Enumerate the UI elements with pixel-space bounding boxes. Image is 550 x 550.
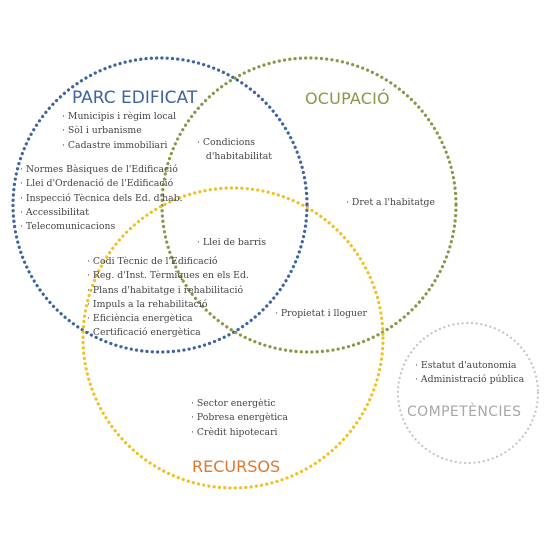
list-item: Certificació energètica <box>87 326 249 340</box>
parc-edificat-title: PARC EDIFICAT <box>72 88 198 108</box>
list-item: Eficiència energètica <box>87 312 249 326</box>
list-item: Pobresa energètica <box>191 411 288 425</box>
list-item: d'habitabilitat <box>205 151 273 163</box>
list-item: Codi Tècnic de l'Edificació <box>87 255 249 269</box>
list-item: Telecomunicacions <box>20 220 183 234</box>
list-item: Inspecció Tècnica dels Ed. d'hab. <box>20 192 183 206</box>
parc-edificat-circle <box>11 56 309 354</box>
list-item: Sector energètic <box>191 397 288 411</box>
ocupacio-recursos-items: Propietat i lloguer <box>275 307 367 321</box>
parc-ocupacio-items: Condicions d'habitabilitat <box>197 136 272 165</box>
list-item: Condicions <box>197 136 272 150</box>
recursos-title: RECURSOS <box>192 457 281 476</box>
list-item: Llei de barris <box>197 236 266 250</box>
competencies-title: COMPETÈNCIES <box>407 404 522 420</box>
list-item: Reg. d'Inst. Tèrmiques en els Ed. <box>87 269 249 283</box>
all-three-items: Llei de barris <box>197 236 266 250</box>
list-item: Sòl i urbanisme <box>62 124 176 138</box>
list-item: Plans d'habitatge i rehabilitació <box>87 284 249 298</box>
parc-recursos-items: Codi Tècnic de l'Edificació Reg. d'Inst.… <box>87 255 249 341</box>
list-item: Impuls a la rehabilitació <box>87 298 249 312</box>
ocupacio-items: Dret a l'habitatge <box>346 196 435 210</box>
list-item: Cadastre immobiliari <box>62 139 176 153</box>
list-item: Propietat i lloguer <box>275 307 367 321</box>
competencies-circle <box>396 321 540 465</box>
parc-edificat-regulations: Normes Bàsiques de l'Edificació Llei d'O… <box>20 163 183 234</box>
list-item: Llei d'Ordenació de l'Edificació <box>20 177 183 191</box>
list-item: Crèdit hipotecari <box>191 426 288 440</box>
ocupacio-title: OCUPACIÓ <box>305 89 390 108</box>
list-item: Administració pública <box>415 373 524 387</box>
competencies-items: Estatut d'autonomia Administració públic… <box>415 359 524 388</box>
recursos-circle <box>81 186 385 490</box>
list-item: Estatut d'autonomia <box>415 359 524 373</box>
recursos-items: Sector energètic Pobresa energètica Crèd… <box>191 397 288 440</box>
parc-edificat-items: Municipis i règim local Sòl i urbanisme … <box>62 110 176 153</box>
list-item: Municipis i règim local <box>62 110 176 124</box>
list-item: Normes Bàsiques de l'Edificació <box>20 163 183 177</box>
list-item: Accessibilitat <box>20 206 183 220</box>
list-item: Dret a l'habitatge <box>346 196 435 210</box>
